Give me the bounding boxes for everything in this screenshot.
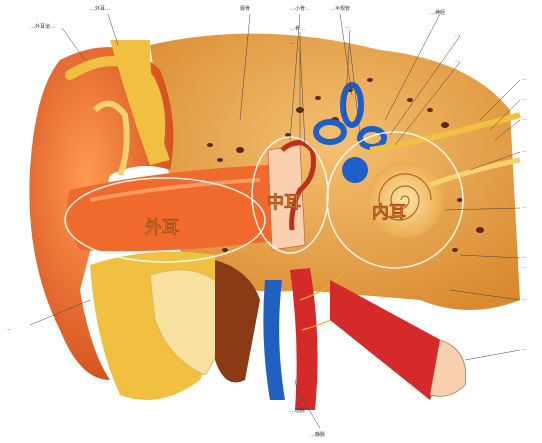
outer-ear-label: 外耳 bbox=[145, 217, 179, 238]
vein bbox=[263, 280, 285, 400]
label-right-3: … bbox=[522, 116, 527, 122]
label-right-4: … bbox=[522, 148, 527, 154]
vestibule bbox=[342, 157, 368, 183]
label-top-5: … bbox=[290, 40, 295, 46]
label-top-4: …骨… bbox=[290, 26, 305, 32]
label-top-7: … bbox=[345, 24, 350, 30]
middle-ear-label: 中耳 bbox=[267, 192, 301, 213]
label-bottom-2: …静脉 bbox=[310, 431, 325, 438]
label-right-8: … bbox=[522, 296, 527, 302]
label-right-6: … bbox=[522, 254, 527, 260]
label-top-8: … bbox=[345, 40, 350, 46]
label-top-10: … bbox=[455, 32, 460, 38]
label-right-9: … bbox=[522, 346, 527, 352]
label-right-2: … bbox=[522, 96, 527, 102]
label-top-2: 颞骨 bbox=[240, 6, 250, 12]
label-bottom-1: …动脉 bbox=[290, 407, 305, 414]
label-top-1: …外耳… bbox=[90, 5, 110, 12]
label-top-6: …半规管 bbox=[330, 5, 350, 12]
label-left-1: …外耳道… bbox=[30, 23, 55, 30]
label-right-7: … bbox=[522, 264, 527, 270]
label-top-3: …小骨… bbox=[290, 5, 310, 12]
label-top-9: …神经 bbox=[430, 9, 445, 16]
label-right-5: … bbox=[522, 204, 527, 210]
inner-ear-label: 内耳 bbox=[372, 202, 406, 223]
cochlea bbox=[367, 162, 443, 238]
label-right-1: … bbox=[522, 76, 527, 82]
label-left-bottom: … bbox=[6, 326, 11, 332]
label-top-11: … bbox=[455, 58, 460, 64]
